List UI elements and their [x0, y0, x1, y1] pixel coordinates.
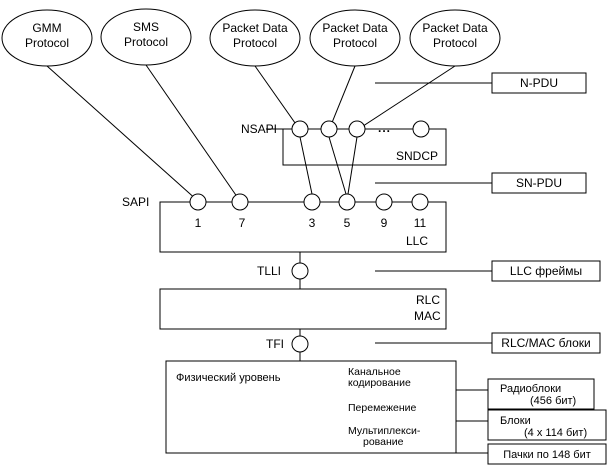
sapi-circle-5	[338, 193, 356, 211]
radio-blocks-label-2: (456 бит)	[530, 395, 576, 407]
nsapi-circle-1	[291, 120, 309, 138]
tlli-label: TLLI	[257, 264, 281, 278]
sapi-number-3: 3	[309, 216, 316, 230]
pd2-protocol-label-1: Packet Data	[322, 21, 388, 35]
sapi-circle-1	[189, 193, 207, 211]
blocks-label-1: Блоки	[500, 415, 531, 427]
tlli-circle	[291, 262, 309, 280]
sapi-circle-11	[411, 193, 429, 211]
rlcmac-box	[159, 288, 447, 330]
npdu-box	[491, 72, 587, 94]
nsapi-circle-3	[348, 120, 366, 138]
radio-blocks-label-1: Радиоблоки	[500, 383, 561, 395]
llc-frames-label: LLC фреймы	[510, 264, 582, 278]
llc-label: LLC	[406, 234, 428, 248]
physical-layer-box	[165, 360, 457, 454]
tfi-label: TFI	[266, 337, 284, 351]
pd3-to-nsapi-line	[356, 65, 456, 131]
sapi-label: SAPI	[122, 195, 149, 209]
tfi-circle	[291, 335, 309, 353]
nsapi-circle-4	[412, 120, 430, 138]
pd1-to-nsapi-line	[254, 65, 301, 131]
nsapi1-to-sapi3-line	[299, 136, 313, 195]
sapi-circle-3	[303, 193, 321, 211]
interleaving-label: Перемежение	[348, 402, 417, 414]
bursts-box	[487, 443, 607, 465]
llc-box	[159, 201, 447, 253]
rlc-label: RLC	[416, 293, 440, 307]
pd2-to-nsapi-line	[328, 65, 356, 131]
sms-to-sapi-line	[145, 64, 241, 202]
pd3-protocol-label-2: Protocol	[433, 36, 477, 50]
sapi-number-5: 5	[344, 216, 351, 230]
sms-protocol-label-1: SMS	[133, 20, 159, 34]
sapi-circle-9	[375, 193, 393, 211]
gmm-to-sapi-line	[46, 65, 199, 202]
sndcp-label: SNDCP	[396, 149, 438, 163]
multiplexing-line-1: Мультиплекси-	[348, 425, 421, 437]
snpdu-label: SN-PDU	[516, 176, 562, 190]
multiplexing-line-2: рование	[363, 436, 404, 448]
sndcp-dots: ...	[378, 121, 391, 135]
sms-protocol-label-2: Protocol	[124, 35, 168, 49]
snpdu-box	[491, 172, 587, 194]
pd1-protocol-label-2: Protocol	[233, 36, 277, 50]
radio-blocks-box	[487, 378, 595, 410]
nsapi3-to-sapi5-line	[347, 136, 358, 195]
sapi-circle-7	[231, 193, 249, 211]
pd1-protocol-label-1: Packet Data	[222, 21, 288, 35]
mac-label: MAC	[414, 309, 441, 323]
rlcmac-blocks-label: RLC/MAC блоки	[501, 336, 590, 350]
channel-coding-line-1: Канальное	[348, 366, 401, 378]
gmm-protocol-label-2: Protocol	[25, 36, 69, 50]
rlcmac-blocks-box	[491, 332, 601, 354]
physical-layer-title: Физический уровень	[176, 372, 281, 384]
nsapi-circle-2	[320, 120, 338, 138]
llc-frames-box	[491, 260, 601, 282]
pd2-protocol-label-2: Protocol	[333, 36, 377, 50]
gmm-protocol-label-1: GMM	[32, 21, 61, 35]
blocks-box	[487, 409, 607, 441]
npdu-label: N-PDU	[520, 76, 558, 90]
sapi-number-9: 9	[381, 216, 388, 230]
pd3-protocol-label-1: Packet Data	[422, 21, 488, 35]
bursts-label: Пачки по 148 бит	[503, 449, 591, 461]
nsapi2-to-sapi5-line	[328, 136, 347, 195]
sapi-number-7: 7	[239, 216, 246, 230]
sapi-number-11: 11	[414, 216, 427, 230]
sapi-number-1: 1	[195, 216, 202, 230]
nsapi-label: NSAPI	[241, 122, 277, 136]
blocks-label-2: (4 x 114 бит)	[524, 427, 587, 439]
channel-coding-line-2: кодирование	[348, 377, 411, 389]
